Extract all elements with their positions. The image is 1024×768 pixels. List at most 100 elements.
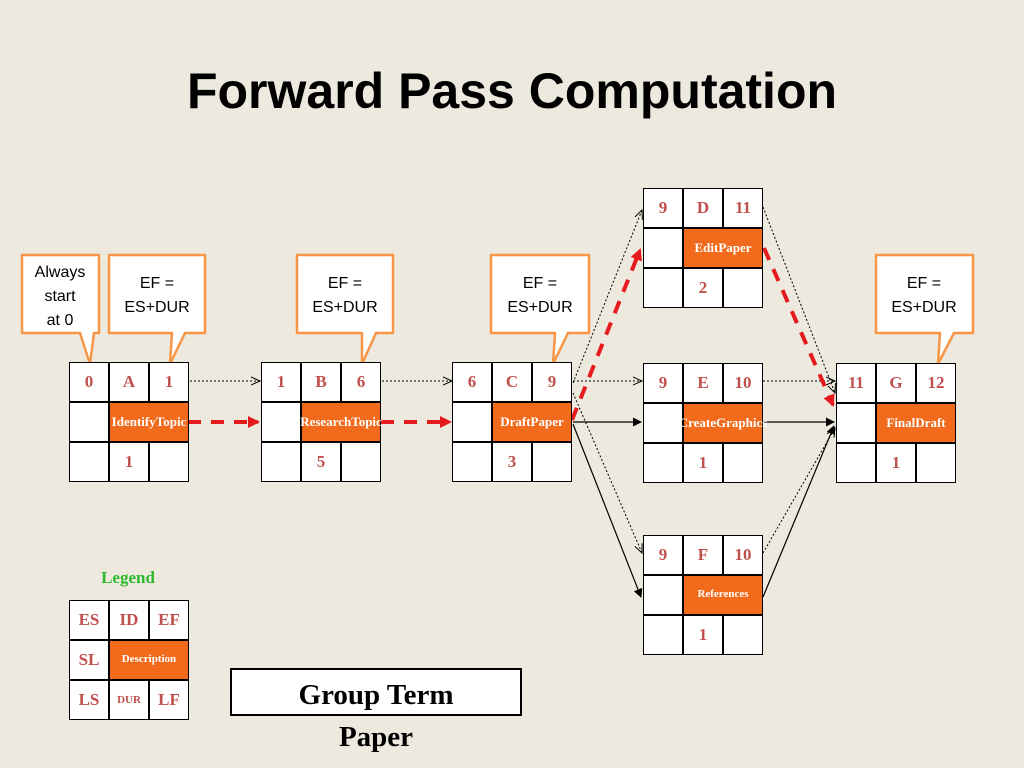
group-term-box: [230, 668, 522, 716]
node-d-lf: [723, 268, 763, 308]
node-b-description-line2: Topic: [351, 414, 382, 430]
group-term-line2: Paper: [338, 721, 414, 753]
node-a-description-line2: Topic: [155, 414, 187, 430]
node-c-lf: [532, 442, 572, 482]
node-c-ef: 9: [532, 362, 572, 402]
callout-ef-a: [107, 253, 207, 366]
node-b-dur: 5: [301, 442, 341, 482]
node-a-description-line1: Identify: [111, 414, 156, 430]
node-f-description: References: [683, 575, 763, 615]
node-g-sl: [836, 403, 876, 443]
node-g-lf: [916, 443, 956, 483]
node-f-es: 9: [643, 535, 683, 575]
node-b-sl: [261, 402, 301, 442]
node-f-ef: 10: [723, 535, 763, 575]
legend-node: ES ID EF SL Description LS DUR LF: [69, 600, 189, 720]
node-g-description-line1: Final: [886, 415, 916, 431]
legend-ef: EF: [149, 600, 189, 640]
legend-sl: SL: [69, 640, 109, 680]
node-b-lf: [341, 442, 381, 482]
node-f-id: F: [683, 535, 723, 575]
node-c-dur: 3: [492, 442, 532, 482]
node-g-id: G: [876, 363, 916, 403]
node-d-description-line2: Paper: [718, 240, 752, 256]
legend-lf: LF: [149, 680, 189, 720]
node-c-description-line2: Paper: [530, 414, 564, 430]
critical-d-g: [762, 247, 835, 407]
node-c-ls: [452, 442, 492, 482]
node-b-description-line1: Research: [300, 414, 352, 430]
node-e-es: 9: [643, 363, 683, 403]
node-e-id: E: [683, 363, 723, 403]
callout-ef-b-line2: ES+DUR: [312, 299, 377, 316]
node-e-description-line2: Graphics: [716, 415, 768, 431]
critical-c-d: [570, 248, 642, 421]
arrow-c-f: [572, 392, 642, 553]
node-a-es: 0: [69, 362, 109, 402]
node-a-dur: 1: [109, 442, 149, 482]
node-f-dur: 1: [683, 615, 723, 655]
legend-title: Legend: [101, 568, 155, 587]
node-a-lf: [149, 442, 189, 482]
callout-ef-g: [874, 253, 975, 366]
node-c-sl: [452, 402, 492, 442]
callout-start-line1: Always: [35, 264, 86, 281]
node-f-ls: [643, 615, 683, 655]
node-e-ef: 10: [723, 363, 763, 403]
callout-ef-g-line2: ES+DUR: [891, 299, 956, 316]
legend-description: Description: [109, 640, 189, 680]
node-g-description-line2: Draft: [915, 415, 946, 431]
group-term-line1: Group Term: [298, 679, 454, 711]
legend-id: ID: [109, 600, 149, 640]
arrow-c-d: [572, 210, 642, 384]
callout-start-line2: start: [44, 288, 76, 305]
node-e-ls: [643, 443, 683, 483]
callout-ef-c-line1: EF =: [523, 275, 557, 292]
node-e-lf: [723, 443, 763, 483]
arrow-f-g: [762, 428, 835, 554]
callout-ef-b: [295, 253, 395, 366]
activity-node-f: 9 F 10 References 1: [643, 535, 763, 655]
legend-dur: DUR: [109, 680, 149, 720]
node-f-sl: [643, 575, 683, 615]
node-a-id: A: [109, 362, 149, 402]
callout-ef-c: [489, 253, 591, 366]
node-b-ls: [261, 442, 301, 482]
node-b-ef: 6: [341, 362, 381, 402]
node-g-ls: [836, 443, 876, 483]
node-d-es: 9: [643, 188, 683, 228]
arrow-d-g: [762, 206, 835, 393]
node-c-es: 6: [452, 362, 492, 402]
node-g-ef: 12: [916, 363, 956, 403]
callout-ef-a-line2: ES+DUR: [124, 299, 189, 316]
node-e-description-line1: Create: [678, 415, 716, 431]
arrow-f-g-solid: [762, 425, 836, 598]
legend-es: ES: [69, 600, 109, 640]
node-e-sl: [643, 403, 683, 443]
callout-ef-a-line1: EF =: [140, 275, 174, 292]
node-a-sl: [69, 402, 109, 442]
node-b-es: 1: [261, 362, 301, 402]
node-d-dur: 2: [683, 268, 723, 308]
node-c-description-line1: Draft: [500, 414, 531, 430]
node-g-dur: 1: [876, 443, 916, 483]
node-d-sl: [643, 228, 683, 268]
node-d-id: D: [683, 188, 723, 228]
node-c-id: C: [492, 362, 532, 402]
callout-ef-b-line1: EF =: [328, 275, 362, 292]
node-e-dur: 1: [683, 443, 723, 483]
page-title: Forward Pass Computation: [186, 63, 838, 119]
node-a-ls: [69, 442, 109, 482]
